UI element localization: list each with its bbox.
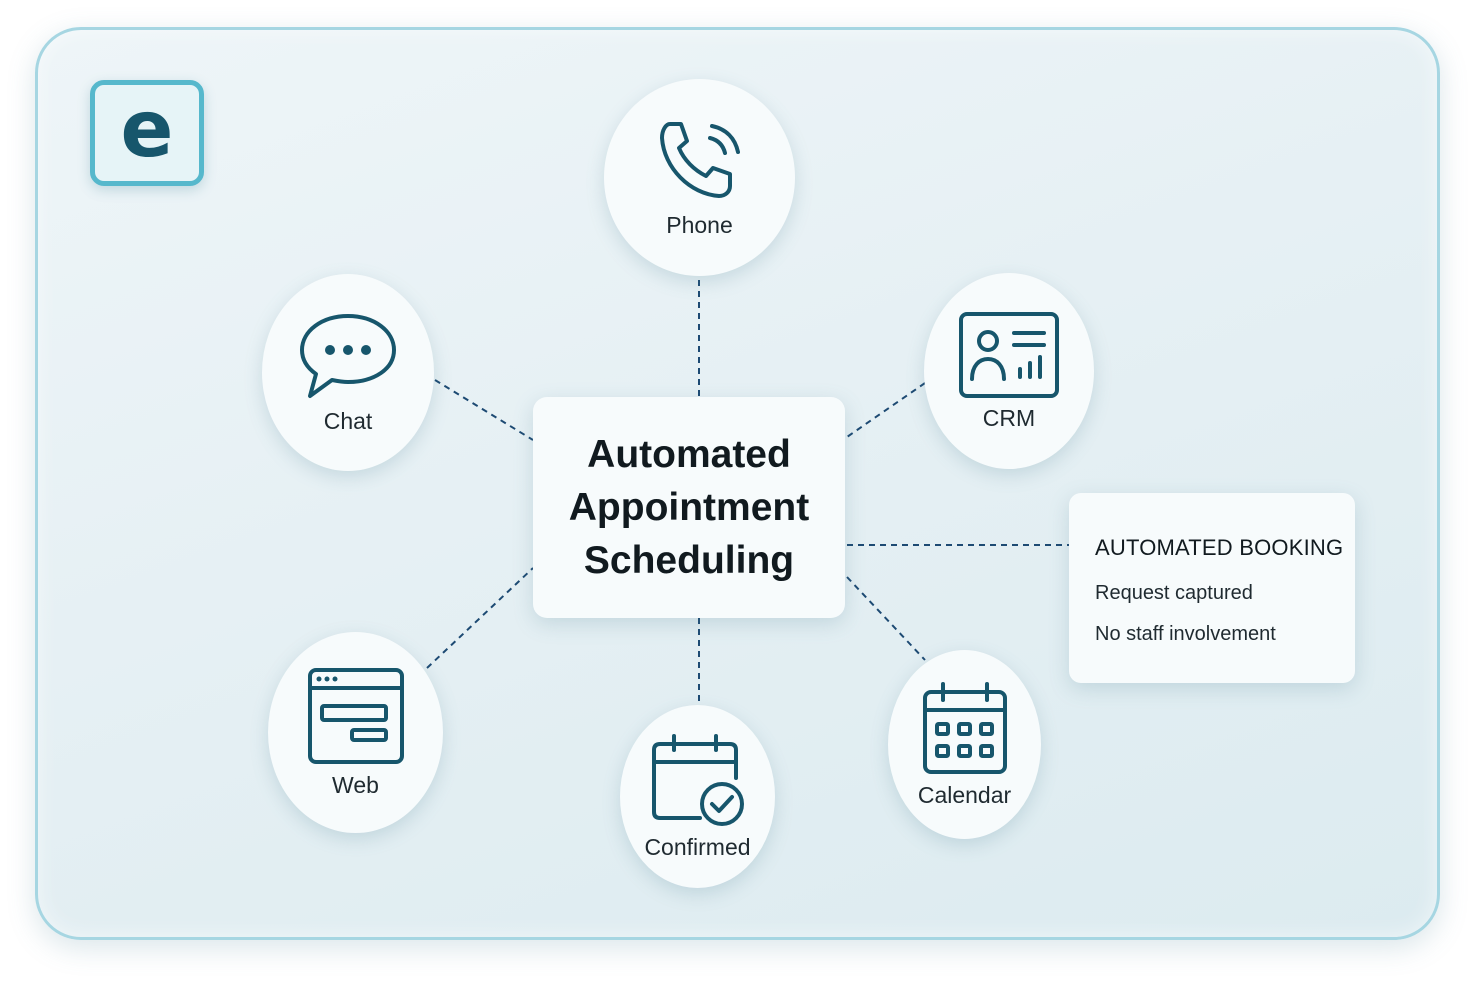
calendar-check-icon — [651, 734, 744, 826]
brand-logo: e — [90, 80, 204, 186]
node-web-label: Web — [332, 772, 379, 798]
hub-title: Automated Appointment Scheduling — [569, 428, 809, 587]
node-confirmed: Confirmed — [620, 705, 775, 888]
crm-contact-card-icon — [959, 311, 1059, 398]
node-crm-label: CRM — [982, 404, 1036, 431]
node-web: Web — [268, 632, 443, 833]
hub-title-line: Scheduling — [583, 539, 795, 582]
booking-card-line: No staff involvement — [1095, 623, 1276, 645]
node-chat-label: Chat — [323, 408, 373, 434]
calendar-icon — [922, 682, 1007, 774]
booking-card-line: Request captured — [1095, 582, 1253, 604]
node-calendar: Calendar — [888, 650, 1041, 839]
booking-info-card: AUTOMATED BOOKING Request captured No st… — [1069, 493, 1355, 683]
hub-title-line: Appointment — [568, 486, 810, 529]
booking-card-heading: AUTOMATED BOOKING — [1095, 535, 1344, 560]
hub-title-line: Automated — [587, 433, 791, 476]
browser-window-icon — [307, 668, 404, 764]
hub-card: Automated Appointment Scheduling — [533, 397, 845, 618]
node-phone-label: Phone — [666, 212, 733, 238]
node-calendar-label: Calendar — [917, 782, 1012, 808]
node-confirmed-label: Confirmed — [644, 834, 751, 860]
node-crm: CRM — [924, 273, 1094, 469]
chat-bubble-icon — [300, 314, 396, 398]
node-phone: Phone — [604, 79, 795, 276]
brand-logo-letter: e — [120, 85, 174, 175]
phone-icon — [659, 122, 740, 198]
node-chat: Chat — [262, 274, 434, 471]
